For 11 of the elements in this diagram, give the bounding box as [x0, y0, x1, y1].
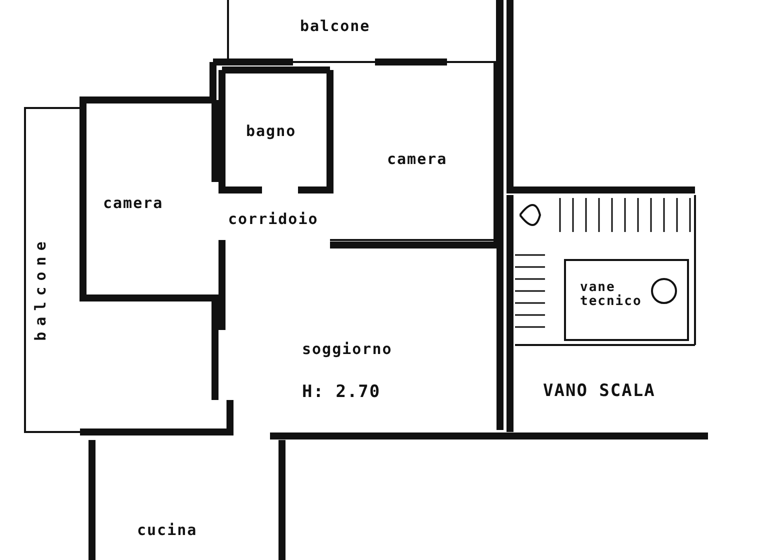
room-label: vane tecnico: [580, 281, 643, 310]
room-label: VANO SCALA: [543, 382, 656, 401]
room-label: cucina: [137, 522, 198, 538]
room-label: bagno: [246, 123, 296, 140]
room-label: camera: [387, 151, 448, 168]
room-label: H: 2.70: [302, 383, 381, 402]
room-label: camera: [103, 195, 164, 212]
room-label: balcone: [300, 18, 370, 34]
room-label: corridoio: [228, 211, 318, 228]
room-label: soggiorno: [302, 341, 392, 358]
room-label: balcone: [32, 236, 49, 341]
